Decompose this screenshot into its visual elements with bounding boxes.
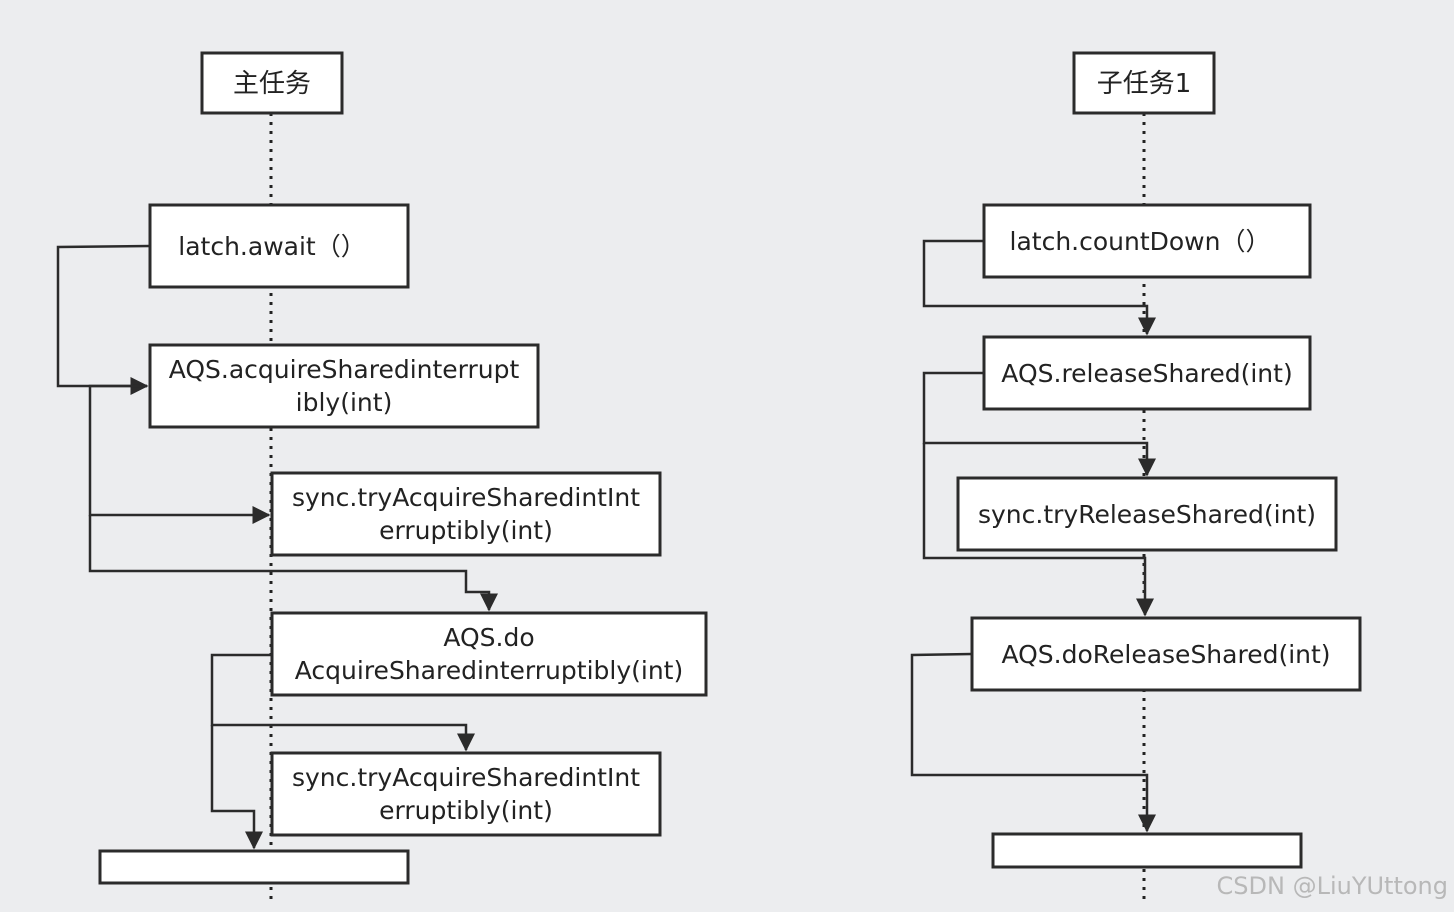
node-aqs-release-shared: AQS.releaseShared(int) xyxy=(982,335,1312,411)
node-latch-await: latch.await（） xyxy=(148,203,410,289)
node-aqs-do-acquire-line1: AQS.do xyxy=(443,623,534,652)
left-lane-title-text: 主任务 xyxy=(233,69,311,99)
node-sync-try-acquire-2: sync.tryAcquireSharedintInt erruptibly(i… xyxy=(270,751,662,837)
node-latch-await-label: latch.await（） xyxy=(178,232,365,261)
connector-do-acquire-to-left-empty xyxy=(210,725,263,850)
watermark: CSDN @LiuYUttong xyxy=(1217,872,1448,900)
right-lane-title-text: 子任务1 xyxy=(1097,69,1192,99)
connector-acquire-to-try-acquire-1 xyxy=(88,384,271,524)
node-latch-countdown-label: latch.countDown（） xyxy=(1010,227,1271,256)
node-right-empty xyxy=(991,832,1303,869)
node-aqs-acquire-shared-interruptibly: AQS.acquireSharedinterrupt ibly(int) xyxy=(148,343,540,429)
node-sync-try-release-shared: sync.tryReleaseShared(int) xyxy=(956,476,1338,552)
node-left-empty xyxy=(98,849,410,885)
connector-await-to-acquire xyxy=(56,244,151,395)
node-aqs-do-acquire: AQS.do AcquireSharedinterruptibly(int) xyxy=(270,611,708,697)
connector-countdown-to-release xyxy=(922,239,1156,336)
connector-release-to-do-release xyxy=(922,443,1154,617)
node-aqs-do-release-shared: AQS.doReleaseShared(int) xyxy=(970,616,1362,692)
node-aqs-acquire-label-line1: AQS.acquireSharedinterrupt xyxy=(169,355,520,384)
node-sync-try-acquire-1-line2: erruptibly(int) xyxy=(379,516,553,545)
node-aqs-do-release-shared-label: AQS.doReleaseShared(int) xyxy=(1001,640,1330,669)
right-lane-title: 子任务1 xyxy=(1072,51,1216,115)
node-sync-try-acquire-1-line1: sync.tryAcquireSharedintInt xyxy=(292,483,640,512)
left-lane-title: 主任务 xyxy=(200,51,344,115)
connector-do-release-to-right-empty xyxy=(910,652,1156,833)
node-sync-try-release-shared-label: sync.tryReleaseShared(int) xyxy=(978,500,1316,529)
node-sync-try-acquire-2-line1: sync.tryAcquireSharedintInt xyxy=(292,763,640,792)
connector-acquire-to-do-acquire xyxy=(88,515,498,612)
node-sync-try-acquire-1: sync.tryAcquireSharedintInt erruptibly(i… xyxy=(270,471,662,557)
node-aqs-do-acquire-line2: AcquireSharedinterruptibly(int) xyxy=(295,656,683,685)
node-sync-try-acquire-2-line2: erruptibly(int) xyxy=(379,796,553,825)
node-aqs-acquire-label-line2: ibly(int) xyxy=(296,388,393,417)
node-latch-countdown: latch.countDown（） xyxy=(982,203,1312,279)
node-aqs-release-shared-label: AQS.releaseShared(int) xyxy=(1001,359,1292,388)
